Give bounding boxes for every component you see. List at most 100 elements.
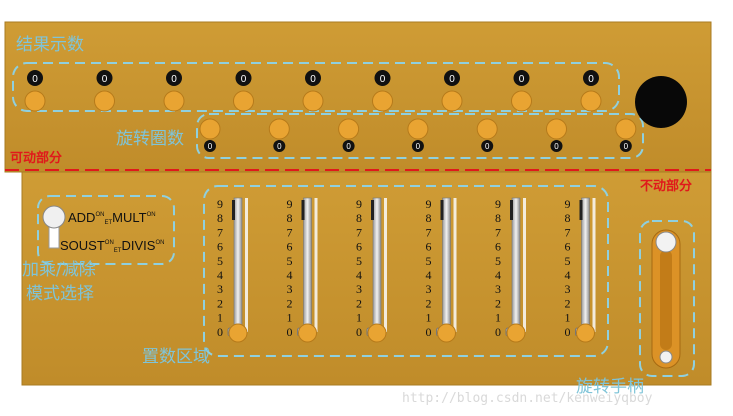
rotation-knob[interactable] xyxy=(199,118,221,140)
result-window xyxy=(374,70,391,86)
result-window xyxy=(235,70,252,86)
result-digit: 0 xyxy=(380,74,386,85)
slider-scale-digit: 4 xyxy=(217,268,223,282)
result-display-label: 结果示数 xyxy=(16,35,84,55)
slider-rod xyxy=(442,197,451,333)
slider-scale-digit: 6 xyxy=(565,240,571,254)
slider-knob[interactable] xyxy=(576,323,595,343)
rotation-dial: 0 xyxy=(476,118,498,152)
slider-guide xyxy=(592,198,596,332)
watermark: http://blog.csdn.net/kenweiyqboy xyxy=(402,391,653,406)
rotation-digit: 0 xyxy=(277,142,282,151)
slider-marker xyxy=(579,200,583,220)
rotation-dial: 0 xyxy=(338,118,360,152)
result-knob[interactable] xyxy=(441,90,463,112)
slider-scale-digit: 4 xyxy=(495,268,501,282)
rotation-knob[interactable] xyxy=(476,118,498,140)
slider-scale-digit: 5 xyxy=(426,254,432,268)
slider-scale-digit: 2 xyxy=(356,296,362,310)
slider-scale-digit: 3 xyxy=(426,282,432,296)
result-knob[interactable] xyxy=(372,90,393,112)
mode-select-label-1: 加乘/减除 xyxy=(22,260,96,280)
slider-scale-digit: 3 xyxy=(565,282,571,296)
result-knob[interactable] xyxy=(24,90,46,112)
slider-marker xyxy=(301,200,305,220)
mode-add-row: ADDONETMULTON xyxy=(68,210,156,226)
result-knob[interactable] xyxy=(94,90,115,112)
slider-scale-digit: 3 xyxy=(217,282,223,296)
result-knob[interactable] xyxy=(511,90,532,112)
slider-scale-digit: 9 xyxy=(495,197,501,211)
rotation-knob[interactable] xyxy=(546,118,567,140)
result-knob[interactable] xyxy=(580,90,602,112)
slider-scale-digit: 1 xyxy=(287,311,293,325)
slider-scale-digit: 9 xyxy=(217,197,223,211)
rotation-window xyxy=(411,140,424,152)
rotation-dial: 0 xyxy=(268,118,290,152)
crank-pivot xyxy=(659,350,673,364)
rotation-knob[interactable] xyxy=(615,118,637,140)
result-digit: 0 xyxy=(449,74,455,85)
slider-scale-digit: 9 xyxy=(287,197,293,211)
result-dial: 0 xyxy=(580,70,602,112)
rotation-knob[interactable] xyxy=(407,118,429,140)
slider-guide xyxy=(384,198,387,332)
slider-scale-digit: 7 xyxy=(356,225,362,239)
result-dial: 0 xyxy=(163,70,185,112)
slider-guide xyxy=(245,198,248,332)
slider-scale-digit: 0 xyxy=(287,325,293,339)
slider-scale-digit: 0 xyxy=(495,325,501,339)
result-dial: 0 xyxy=(372,70,393,112)
result-knob[interactable] xyxy=(233,90,254,112)
mode-switch-knob[interactable] xyxy=(42,205,66,229)
slider-knob[interactable] xyxy=(298,323,317,343)
result-digit: 0 xyxy=(171,74,177,85)
result-digit: 0 xyxy=(310,74,316,85)
mode-et-2: ET xyxy=(114,248,122,254)
slider-scale-digit: 2 xyxy=(426,296,432,310)
slider-marker xyxy=(371,200,374,220)
rotation-digit: 0 xyxy=(554,142,559,151)
slider-scale-digit: 4 xyxy=(565,268,571,282)
rotation-digit: 0 xyxy=(208,142,213,151)
slider-marker xyxy=(232,200,235,220)
slider-scale-digit: 7 xyxy=(565,225,571,239)
mode-select-outline xyxy=(37,195,175,265)
slider-scale-digit: 8 xyxy=(356,211,362,225)
rotation-knob[interactable] xyxy=(268,118,290,140)
slider-scale-digit: 1 xyxy=(217,311,223,325)
reset-knob[interactable] xyxy=(635,76,687,128)
slider-scale-digit: 7 xyxy=(287,225,293,239)
slider-scale-digit: 8 xyxy=(217,211,223,225)
crank-label: 旋转手柄 xyxy=(576,377,644,397)
slider-knob[interactable] xyxy=(367,323,387,343)
result-knob[interactable] xyxy=(163,90,185,112)
slider-scale-digit: 8 xyxy=(287,211,293,225)
slider-knob[interactable] xyxy=(228,323,248,343)
mode-soust-row: SOUSTONETDIVISON xyxy=(60,238,164,254)
slider-scale-digit: 5 xyxy=(217,254,223,268)
slider-scale-digit: 2 xyxy=(565,296,571,310)
slider-scale-digit: 7 xyxy=(495,225,501,239)
result-digit: 0 xyxy=(32,74,38,85)
crank-grip[interactable] xyxy=(655,231,677,253)
slider-knob[interactable] xyxy=(437,323,456,343)
rotation-knob[interactable] xyxy=(338,118,360,140)
crank-outline xyxy=(639,220,695,377)
slider-scale-digit: 3 xyxy=(495,282,501,296)
rotation-window xyxy=(550,140,563,152)
input-area-outline xyxy=(203,185,609,357)
slider-knob[interactable] xyxy=(506,323,526,343)
rotation-dial: 0 xyxy=(199,118,221,152)
slider-scale-digit: 1 xyxy=(565,311,571,325)
mode-add-on: ON xyxy=(95,212,104,218)
result-knob[interactable] xyxy=(302,90,324,112)
slider-scale-digit: 1 xyxy=(356,311,362,325)
slider-scale-digit: 9 xyxy=(356,197,362,211)
